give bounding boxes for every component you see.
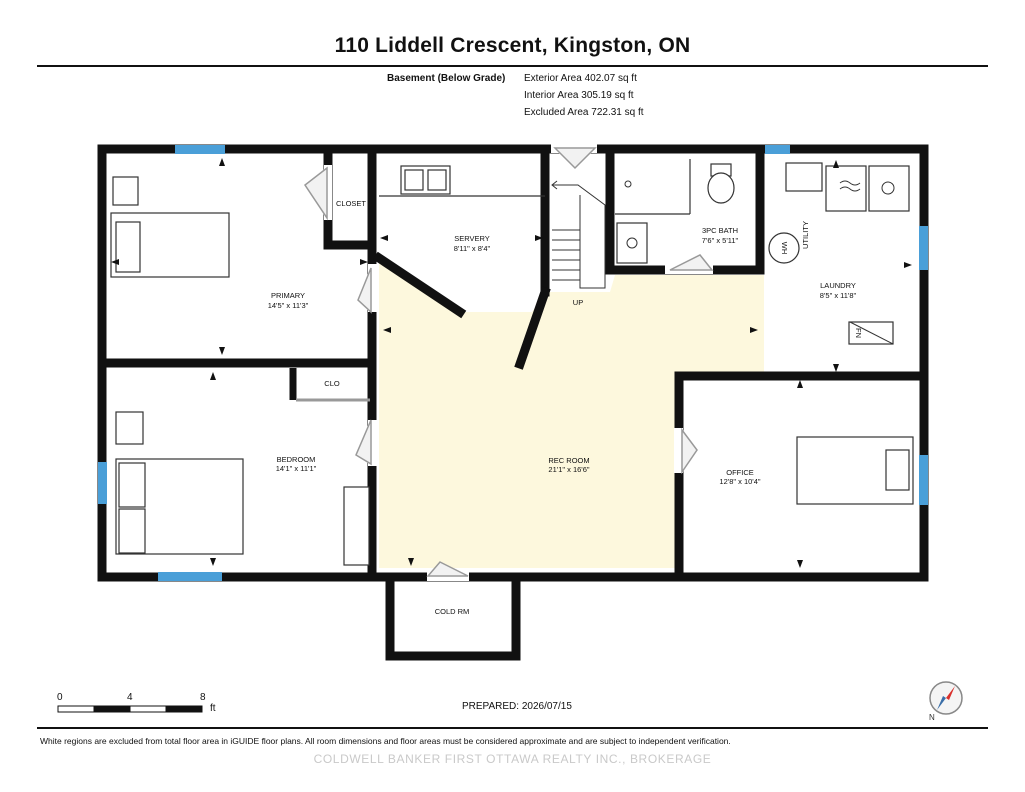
interior-area: Interior Area 305.19 sq ft [524, 90, 634, 101]
disclaimer-text: White regions are excluded from total fl… [40, 736, 731, 746]
dimension-markers [111, 158, 912, 568]
room-servery-dims: 8'11" x 8'4" [454, 244, 491, 253]
compass-icon: N [924, 678, 968, 727]
door-swings [303, 147, 714, 577]
title-rule [37, 65, 988, 67]
scale-unit: ft [210, 703, 216, 714]
prepared-date: PREPARED: 2026/07/15 [462, 701, 572, 712]
scale-tick-4: 4 [127, 692, 133, 703]
room-fn-name: FN [854, 328, 863, 338]
room-bedroom-name: BEDROOM [277, 455, 316, 464]
room-rec-name: REC ROOM [548, 456, 589, 465]
room-bath-dims: 7'6" x 5'11" [702, 236, 739, 245]
stairs [551, 180, 606, 289]
room-clo-name: CLO [324, 379, 340, 388]
room-office-name: OFFICE [726, 468, 754, 477]
windows [98, 145, 928, 581]
room-rec-dims: 21'1" x 16'6" [548, 465, 589, 474]
room-primary-name: PRIMARY [271, 291, 305, 300]
room-up-name: UP [573, 298, 583, 307]
room-bath-name: 3PC BATH [702, 226, 738, 235]
room-primary-dims: 14'5" x 11'3" [268, 301, 309, 310]
exterior-area: Exterior Area 402.07 sq ft [524, 73, 637, 84]
room-bedroom-dims: 14'1" x 11'1" [276, 464, 317, 473]
brokerage-watermark: COLDWELL BANKER FIRST OTTAWA REALTY INC.… [313, 752, 712, 766]
room-laundry-name: LAUNDRY [820, 281, 856, 290]
scale-bar [57, 705, 203, 713]
compass-north-label: N [929, 713, 935, 722]
rec-room-area [379, 262, 764, 568]
fixture-details [624, 180, 895, 345]
footer-rule [37, 727, 988, 729]
plan-title: 110 Liddell Crescent, Kingston, ON [334, 34, 691, 57]
room-laundry-dims: 8'5" x 11'8" [820, 291, 857, 300]
room-cold-name: COLD RM [435, 607, 470, 616]
room-servery-name: SERVERY [454, 234, 490, 243]
fixtures [110, 159, 914, 566]
room-closet-name: CLOSET [336, 199, 366, 208]
scale-tick-8: 8 [200, 692, 206, 703]
excluded-area: Excluded Area 722.31 sq ft [524, 107, 644, 118]
room-office-dims: 12'8" x 10'4" [719, 477, 760, 486]
scale-tick-0: 0 [57, 692, 63, 703]
room-utility-name: UTILITY [801, 221, 810, 249]
level-label: Basement (Below Grade) [387, 73, 506, 84]
room-wh-name: WH [780, 242, 789, 255]
